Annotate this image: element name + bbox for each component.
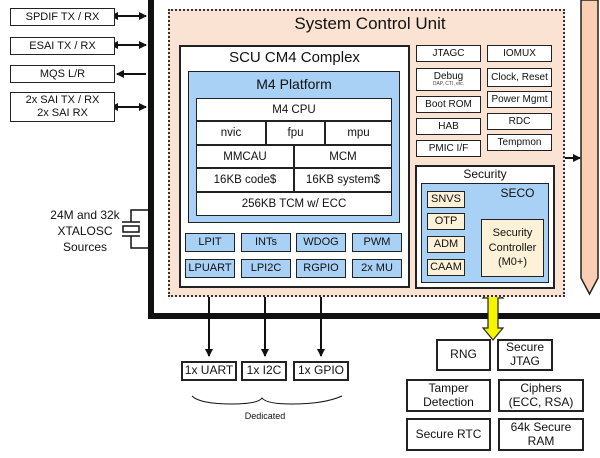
xtal-line2: XTALOSC bbox=[57, 224, 113, 238]
m4-platform-title: M4 Platform bbox=[256, 76, 332, 92]
esai-box: ESAI TX / RX bbox=[10, 37, 115, 55]
dedicated-label: Dedicated bbox=[244, 411, 286, 421]
clock-reset-block: Clock, Reset bbox=[487, 68, 552, 87]
secure-rtc-box: Secure RTC bbox=[406, 418, 491, 451]
seco-title: SECO bbox=[500, 186, 535, 200]
secure-jtag-box: Secure JTAG bbox=[497, 339, 553, 371]
esai-label: ESAI TX / RX bbox=[29, 39, 96, 52]
mqs-box: MQS L/R bbox=[10, 65, 115, 83]
mmcau-cell: MMCAU bbox=[196, 145, 294, 168]
tamper-line2: Detection bbox=[423, 394, 474, 409]
sai-label-2: 2x SAI RX bbox=[37, 107, 88, 119]
debug-sublabel: DAP, CTI, etc. bbox=[432, 81, 465, 88]
tamper-detection-box: Tamper Detection bbox=[406, 379, 491, 412]
spdif-label: SPDIF TX / RX bbox=[25, 10, 100, 23]
secure-ram-line1: 64k Secure bbox=[510, 419, 572, 434]
ciphers-box: Ciphers (ECC, RSA) bbox=[498, 379, 584, 412]
crystal-icon bbox=[122, 209, 148, 249]
scu-title: System Control Unit bbox=[294, 14, 446, 33]
sai-box: 2x SAI TX / RX 2x SAI RX bbox=[10, 92, 115, 122]
iomux-block: IOMUX bbox=[487, 45, 552, 62]
boot-rom-block: Boot ROM bbox=[416, 96, 481, 113]
secure-ram-box: 64k Secure RAM bbox=[498, 418, 584, 451]
pwm-block: PWM bbox=[352, 233, 402, 252]
jtagc-block: JTAGC bbox=[416, 45, 481, 62]
secure-rtc-label: Secure RTC bbox=[415, 426, 482, 441]
main-bus-horizontal bbox=[148, 313, 600, 319]
system-cache-cell: 16KB system$ bbox=[294, 168, 392, 192]
rdc-block: RDC bbox=[487, 113, 552, 130]
2x-mu-block: 2x MU bbox=[352, 259, 402, 278]
tamper-line1: Tamper bbox=[428, 380, 469, 395]
lpit-block: LPIT bbox=[185, 233, 235, 252]
tcm-cell: 256KB TCM w/ ECC bbox=[196, 192, 392, 216]
ciphers-line2: (ECC, RSA) bbox=[508, 394, 574, 409]
lpi2c-block: LPI2C bbox=[241, 259, 291, 278]
caam-block: CAAM bbox=[427, 259, 465, 276]
code-cache-cell: 16KB code$ bbox=[196, 168, 294, 192]
yellow-arrow bbox=[481, 286, 505, 341]
bus-arrow-peach bbox=[580, 0, 599, 296]
pmic-if-block: PMIC I/F bbox=[416, 140, 481, 157]
xtal-label: 24M and 32k XTALOSC Sources bbox=[40, 207, 130, 255]
ciphers-line1: Ciphers bbox=[520, 380, 562, 395]
nvic-cell: nvic bbox=[196, 121, 266, 145]
mpu-cell: mpu bbox=[325, 121, 392, 145]
tempmon-block: Tempmon bbox=[487, 134, 552, 151]
secure-jtag-line1: Secure bbox=[505, 340, 545, 355]
debug-label: Debug bbox=[433, 70, 464, 82]
i2c-box: 1x I2C bbox=[241, 361, 287, 381]
mqs-label: MQS L/R bbox=[39, 67, 86, 80]
otp-block: OTP bbox=[427, 213, 465, 230]
secure-ram-line2: RAM bbox=[527, 433, 555, 448]
xtal-line1: 24M and 32k bbox=[50, 208, 120, 222]
security-title: Security bbox=[463, 167, 507, 181]
lpuart-block: LPUART bbox=[185, 259, 235, 278]
secure-jtag-line2: JTAG bbox=[510, 354, 540, 368]
security-controller-line1: Security bbox=[492, 226, 533, 239]
debug-block: Debug DAP, CTI, etc. bbox=[416, 68, 481, 91]
m4-cpu: M4 CPU bbox=[196, 98, 392, 121]
fpu-cell: fpu bbox=[266, 121, 325, 145]
security-controller-block: Security Controller (M0+) bbox=[481, 219, 544, 277]
snvs-block: SNVS bbox=[427, 191, 465, 208]
xtal-line3: Sources bbox=[62, 240, 108, 254]
ints-block: INTs bbox=[241, 233, 291, 252]
rng-box: RNG bbox=[436, 339, 491, 371]
sai-label-1: 2x SAI TX / RX bbox=[25, 94, 100, 107]
hab-block: HAB bbox=[416, 118, 481, 135]
spdif-box: SPDIF TX / RX bbox=[10, 8, 115, 26]
security-controller-line3: (M0+) bbox=[497, 256, 528, 269]
main-bus-vertical bbox=[148, 0, 154, 318]
rgpio-block: RGPIO bbox=[296, 259, 346, 278]
rng-label: RNG bbox=[450, 347, 477, 362]
adm-block: ADM bbox=[427, 236, 465, 253]
uart-box: 1x UART bbox=[181, 361, 237, 381]
power-mgmt-block: Power Mgmt bbox=[487, 91, 552, 108]
security-controller-line2: Controller bbox=[488, 241, 537, 254]
dedicated-brace bbox=[191, 395, 343, 405]
wdog-block: WDOG bbox=[296, 233, 346, 252]
gpio-box: 1x GPIO bbox=[293, 361, 349, 381]
mcm-cell: MCM bbox=[294, 145, 392, 168]
cm4-title: SCU CM4 Complex bbox=[229, 49, 360, 66]
